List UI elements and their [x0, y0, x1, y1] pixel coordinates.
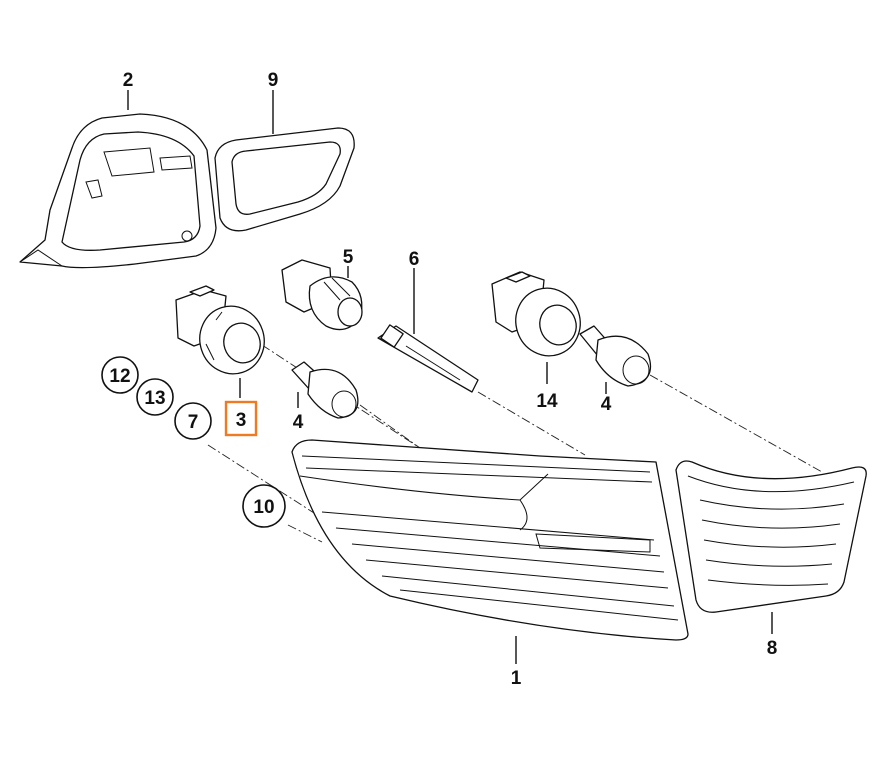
callout-circle-13 — [136, 378, 174, 416]
callout-3: 3 — [236, 410, 247, 431]
callout-circle-10 — [242, 484, 286, 528]
leader-lines — [127, 90, 773, 664]
gasket-part-2 — [19, 113, 217, 269]
assembly-lines — [207, 344, 823, 543]
bulb-socket-part-14 — [491, 271, 581, 357]
callout-6: 6 — [409, 249, 420, 270]
callout-13: 13 — [144, 388, 165, 409]
callout-circle-7 — [174, 402, 212, 440]
callout-5: 5 — [343, 247, 354, 268]
callout-9: 9 — [268, 70, 279, 91]
callout-10: 10 — [253, 497, 274, 518]
callout-4-right: 4 — [601, 394, 612, 415]
callout-2: 2 — [123, 70, 134, 91]
gasket-part-9 — [214, 127, 355, 232]
callout-labels: 2 9 5 6 12 13 7 3 4 14 4 10 1 8 — [109, 70, 777, 689]
bulb-part-4-left — [291, 361, 359, 419]
bulb-part-6 — [377, 324, 479, 393]
callout-8: 8 — [767, 638, 778, 659]
highlight-box — [224, 400, 258, 437]
bulb-socket-part-3 — [175, 285, 265, 375]
callout-circle-12 — [101, 356, 139, 394]
callout-circles — [101, 356, 286, 528]
callout-4-left: 4 — [293, 412, 304, 433]
callout-7: 7 — [188, 412, 199, 433]
callout-12: 12 — [109, 366, 130, 387]
bulb-socket-part-5 — [281, 259, 363, 331]
tail-light-part-8 — [675, 460, 867, 613]
tail-light-part-1 — [291, 439, 689, 641]
bulb-part-4-right — [579, 325, 652, 387]
callout-14: 14 — [536, 391, 558, 412]
callout-1: 1 — [511, 668, 522, 689]
